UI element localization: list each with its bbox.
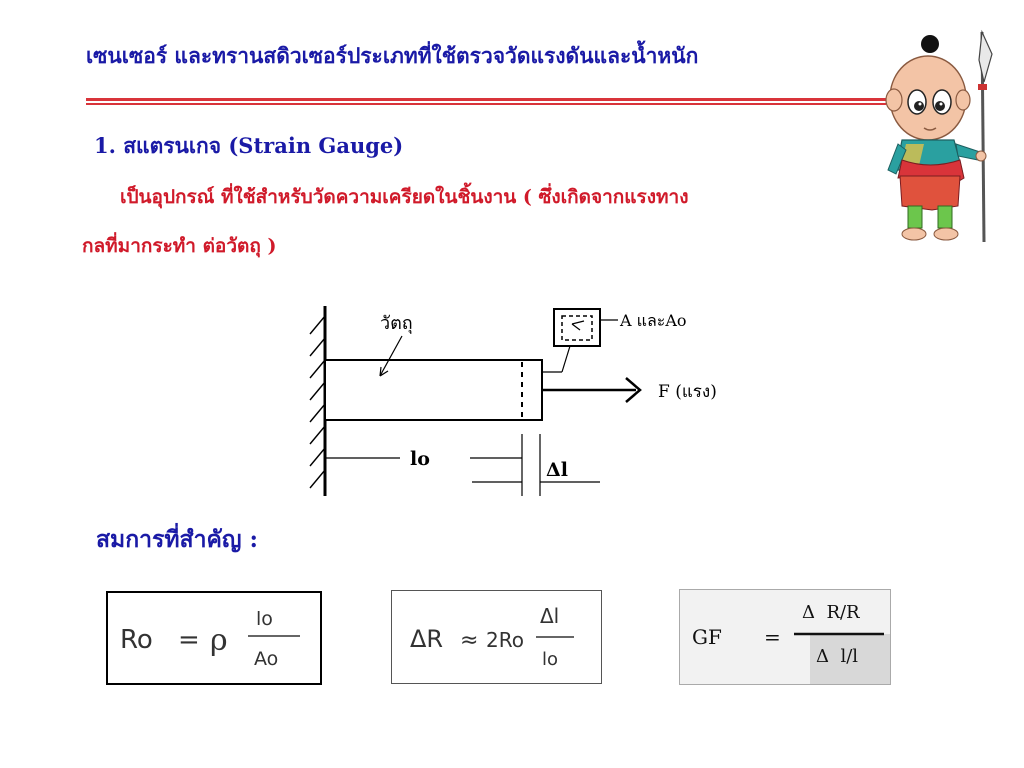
- equations-heading: สมการที่สำคัญ :: [96, 526, 258, 553]
- title-divider: [86, 98, 886, 101]
- eq-numerator: Δl: [540, 604, 559, 628]
- eq-sign: =: [178, 625, 200, 655]
- eq-lhs: GF: [692, 625, 722, 649]
- thai-boy-mascot-illustration: [885, 29, 993, 243]
- eq-denominator: Δ l/l: [816, 646, 858, 667]
- slide-title: เซนเซอร์ และทรานสดิวเซอร์ประเภทที่ใช้ตรว…: [86, 43, 699, 68]
- description-line: เป็นอุปกรณ์ ที่ใช้สำหรับวัดความเครียดในช…: [120, 186, 689, 208]
- object-label: วัตถุ: [380, 313, 413, 334]
- resistance-equation: Ro = ρ lo Ao: [106, 591, 322, 685]
- delta-length-label: Δl: [546, 459, 568, 481]
- eq-numerator: lo: [256, 608, 273, 630]
- description-line: กลที่มากระทำ ต่อวัตถุ ): [82, 235, 277, 257]
- delta-resistance-equation: ΔR ≈ 2Ro Δl lo: [391, 590, 602, 684]
- eq-rho: ρ: [210, 623, 228, 658]
- eq-lhs: Ro: [120, 625, 153, 655]
- strain-diagram: วัตถุ A และAo F (แรง) lo Δl: [309, 306, 717, 496]
- eq-numerator: Δ R/R: [802, 602, 860, 623]
- eq-sign: ≈: [460, 628, 478, 653]
- eq-denominator: Ao: [254, 648, 278, 670]
- cross-section-dashed: [561, 315, 593, 341]
- area-label: A และAo: [619, 311, 687, 330]
- eq-sign: =: [764, 625, 781, 649]
- length-label: lo: [410, 448, 430, 470]
- section-heading: 1. สแตรนเกจ (Strain Gauge): [94, 133, 404, 158]
- title-divider-thin: [86, 103, 886, 105]
- eq-denominator: lo: [542, 649, 558, 670]
- gauge-factor-equation: GF = Δ R/R Δ l/l: [679, 589, 891, 685]
- specimen-bar: [324, 359, 543, 421]
- eq-lhs: ΔR: [410, 625, 443, 653]
- wall-hatching: [309, 315, 326, 489]
- force-arrow-head: [625, 377, 642, 403]
- eq-coefficient: 2Ro: [486, 628, 524, 652]
- force-label: F (แรง): [658, 382, 717, 402]
